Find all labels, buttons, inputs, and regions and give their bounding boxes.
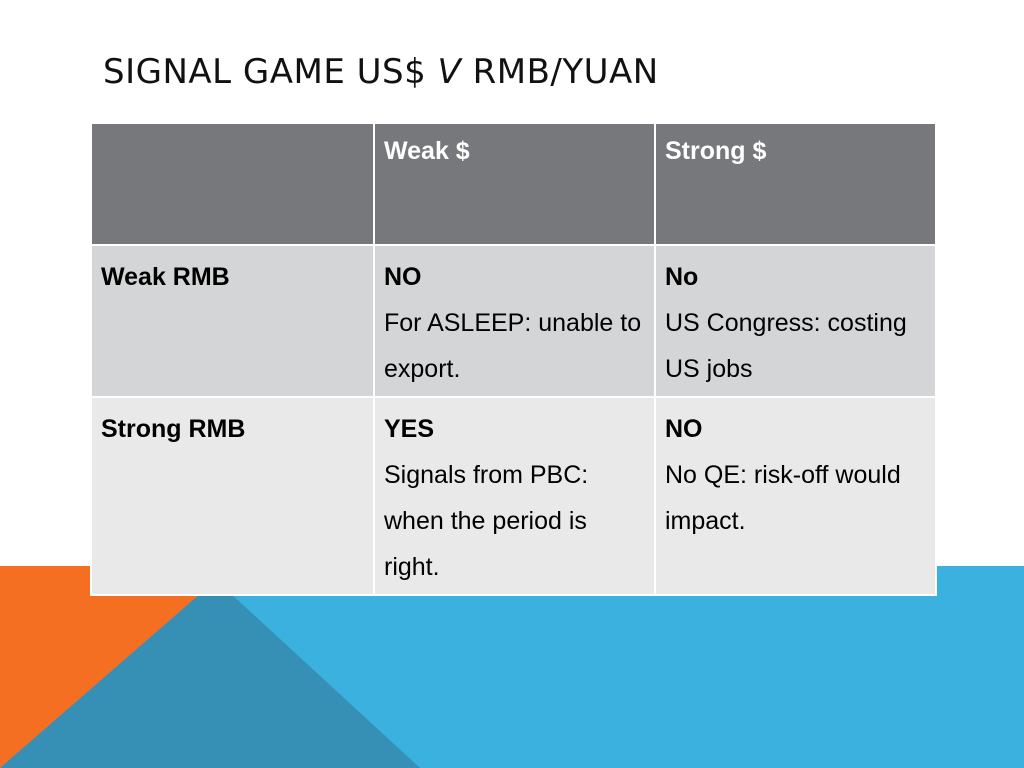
cell-explanation: Signals from PBC: when the period is rig… <box>384 461 589 581</box>
signal-game-table: Weak $ Strong $ Weak RMB NO For ASLEEP: … <box>90 122 937 596</box>
table-header-row: Weak $ Strong $ <box>90 122 937 246</box>
cell-verdict: YES <box>384 415 435 443</box>
cell-explanation: US Congress: costing US jobs <box>665 309 907 383</box>
cell-weak-rmb-weak-dollar: NO For ASLEEP: unable to export. <box>373 244 656 398</box>
table-row: Strong RMB YES Signals from PBC: when th… <box>90 396 937 596</box>
header-strong-dollar: Strong $ <box>654 122 937 246</box>
cell-explanation: For ASLEEP: unable to export. <box>384 309 642 383</box>
cell-weak-rmb-strong-dollar: No US Congress: costing US jobs <box>654 244 937 398</box>
title-italic: V <box>437 52 462 92</box>
slide-title: SIGNAL GAME US$ V RMB/YUAN <box>103 52 659 92</box>
title-main: SIGNAL GAME US$ <box>103 52 438 92</box>
title-end: RMB/YUAN <box>461 52 659 92</box>
cell-explanation: No QE: risk-off would impact. <box>665 461 901 535</box>
header-weak-dollar: Weak $ <box>373 122 656 246</box>
header-empty-cell <box>90 122 375 246</box>
cell-verdict: NO <box>665 415 703 443</box>
row-label-strong-rmb: Strong RMB <box>90 396 375 596</box>
row-label-weak-rmb: Weak RMB <box>90 244 375 398</box>
table-row: Weak RMB NO For ASLEEP: unable to export… <box>90 244 937 398</box>
cell-verdict: No <box>665 263 699 291</box>
signal-table-container: Weak $ Strong $ Weak RMB NO For ASLEEP: … <box>90 122 937 596</box>
cell-verdict: NO <box>384 263 422 291</box>
cell-strong-rmb-weak-dollar: YES Signals from PBC: when the period is… <box>373 396 656 596</box>
teal-triangle <box>0 580 420 768</box>
cell-strong-rmb-strong-dollar: NO No QE: risk-off would impact. <box>654 396 937 596</box>
